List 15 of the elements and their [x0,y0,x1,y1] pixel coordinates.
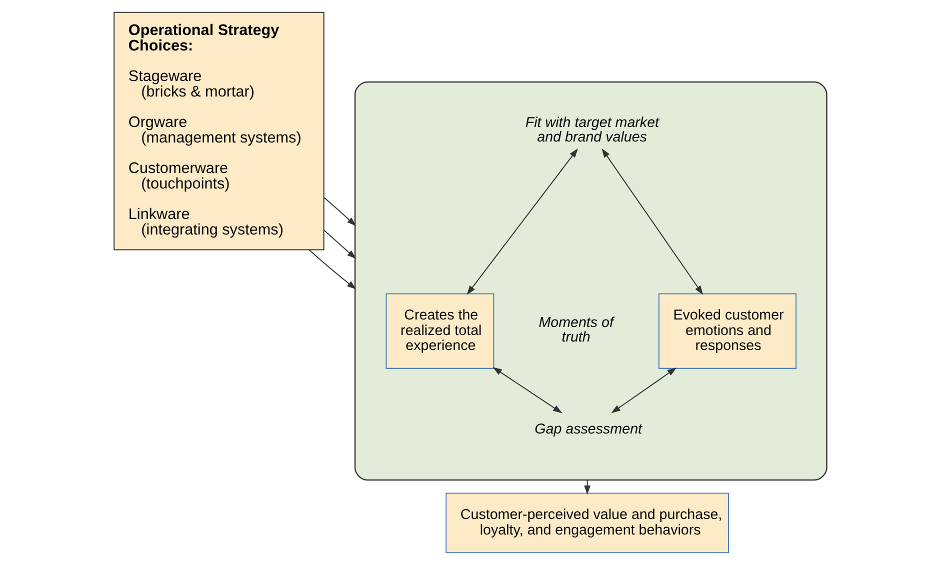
node-text: Fit with target market and brand values [525,115,660,146]
node-box: Operational Strategy Choices: Stageware (bricks & mortar) Orgware (management systems) Customerware (touchpoints) Linkware (integrating systems) [114,12,324,250]
node-box: Evoked customer emotions and responses [658,293,797,369]
cluster [354,81,828,481]
label: Moments of truth [538,315,614,346]
arrow [492,367,562,414]
arrow [308,249,356,290]
arrow [324,230,356,259]
node-box: Creates the realized total experience [386,293,494,369]
node-text: Gap assessment [534,422,642,438]
arrow [466,148,578,295]
node-box: Customer-perceived value and purchase, loyalty, and engagement behaviors [446,492,730,554]
arrow [324,197,356,226]
arrow [611,368,677,414]
arrow [602,148,704,295]
